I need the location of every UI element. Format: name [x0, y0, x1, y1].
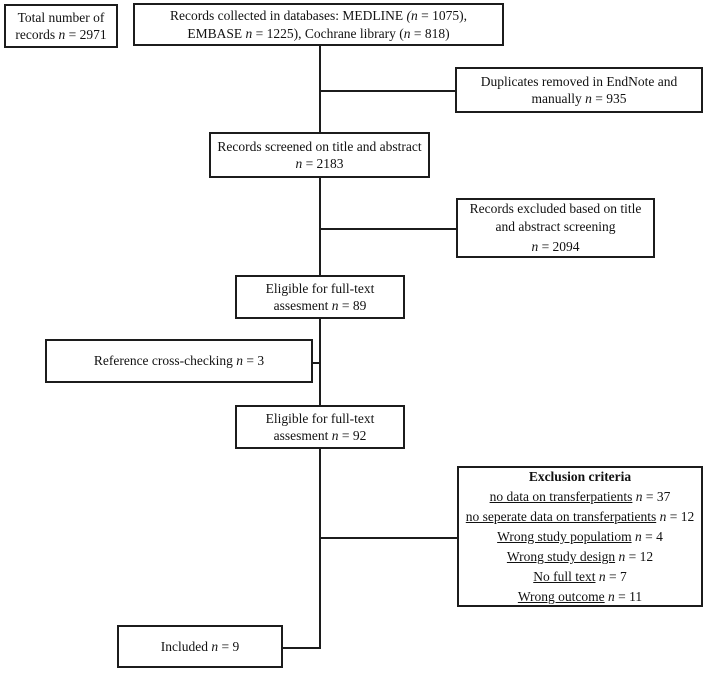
box-included: Included n = 9 [117, 625, 283, 668]
text-line: Duplicates removed in EndNote and [480, 73, 678, 89]
text-line: Eligible for full-text [265, 410, 375, 426]
text-line: n = 2183 [295, 156, 344, 171]
text-line: No full text n = 7 [533, 569, 627, 584]
text-line: no data on transferpatients n = 37 [489, 489, 671, 504]
text-line: Reference cross-checking n = 3 [93, 353, 265, 369]
box-total-records: Total number of records n = 2971 [4, 4, 118, 48]
text-line: EMBASE n = 1225), Cochrane library (n = … [187, 25, 450, 41]
text-line: Records collected in databases: MEDLINE … [169, 8, 468, 23]
box-duplicates-removed: Duplicates removed in EndNote and manuall… [455, 67, 703, 113]
text-line: Wrong study populatiom n = 4 [497, 529, 663, 544]
text-line: records n = 2971 [15, 27, 107, 42]
box-records-screened: Records screened on title and abstract n … [209, 132, 430, 178]
box-eligible-fulltext-92: Eligible for full-text assesment n = 92 [235, 405, 405, 449]
text-line: Wrong study design n = 12 [506, 549, 654, 564]
box-reference-crosschecking: Reference cross-checking n = 3 [45, 339, 313, 383]
text-line: Records screened on title and abstract [217, 138, 422, 154]
box-records-collected: Records collected in databases: MEDLINE … [133, 3, 504, 46]
text-line: n = 2094 [531, 239, 580, 255]
text-line: Exclusion criteria [528, 469, 632, 484]
box-exclusion-criteria: Exclusion criteria no data on transferpat… [457, 466, 703, 607]
text-line: Total number of [17, 9, 105, 25]
text-line: assesment n = 89 [273, 298, 367, 313]
text-line: and abstract screening [495, 218, 616, 234]
box-eligible-fulltext-89: Eligible for full-text assesment n = 89 [235, 275, 405, 319]
text-line: assesment n = 92 [273, 428, 367, 443]
text-line: no seperate data on transferpatients n =… [465, 509, 695, 524]
text-line: Records excluded based on title [469, 201, 642, 217]
text-line: Wrong outcome n = 11 [517, 589, 643, 604]
text-line: Eligible for full-text [265, 280, 375, 296]
text-line: Included n = 9 [160, 638, 240, 654]
text-line: manually n = 935 [531, 91, 627, 106]
